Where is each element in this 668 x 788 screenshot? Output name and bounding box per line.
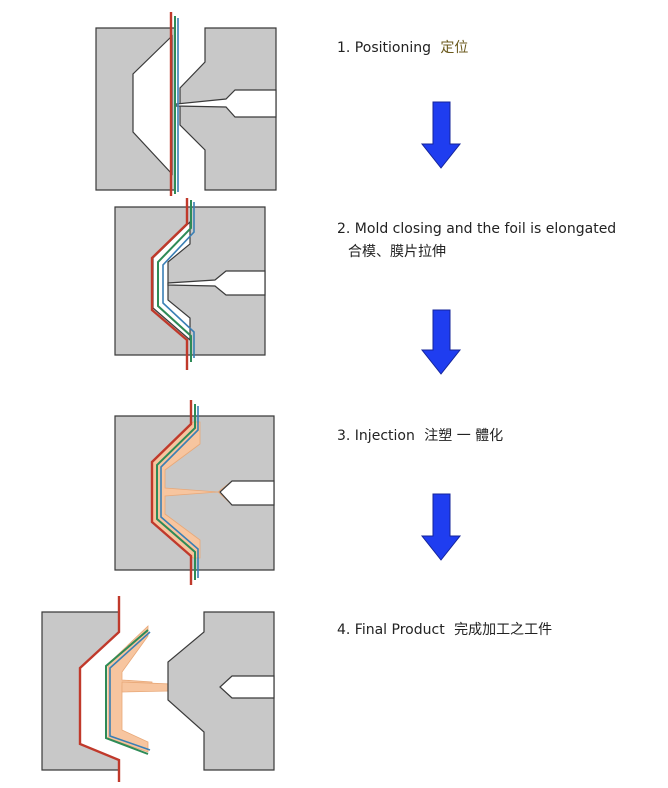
step4-title: 4. Final Product: [337, 622, 445, 638]
step2-mold-illustration: [114, 198, 266, 370]
step3-chinese: 注塑 一 體化: [424, 428, 503, 444]
step3-foil-blue: [160, 406, 199, 578]
arrow-step1-to-step2: [420, 101, 462, 169]
down-arrow-icon: [420, 309, 462, 375]
step2-chinese: 合模、膜片拉伸: [348, 244, 446, 260]
step3-gate: [219, 480, 275, 506]
step4-product-foil-blue: [109, 631, 151, 751]
svg-text:1. Positioning 定位: 1. Positioning 定位: [337, 40, 468, 56]
step3-label: 3. Injection 注塑 一 體化: [337, 428, 503, 444]
down-arrow-icon: [420, 101, 462, 169]
step4-label: 4. Final Product 完成加工之工件: [337, 622, 552, 638]
step1-chinese: 定位: [440, 40, 468, 56]
step1-title: 1. Positioning: [337, 40, 431, 56]
svg-text:4. Final Product 完成加工之工件: 4. Final Product 完成加工之工件: [337, 622, 552, 638]
down-arrow-icon: [420, 493, 462, 561]
step4-chinese: 完成加工之工件: [454, 622, 552, 638]
step3-title: 3. Injection: [337, 428, 415, 444]
step3-foil-green: [156, 404, 196, 580]
step4-right-mold-half: [167, 611, 275, 771]
step1-mold-illustration: [95, 12, 277, 196]
step4-product-foil-green: [105, 629, 149, 755]
step1-label: 1. Positioning 定位: [337, 40, 468, 56]
step2-label: 2. Mold closing and the foil is elongate…: [337, 221, 616, 260]
step2-foil-red: [150, 198, 189, 370]
step4-gate: [219, 675, 275, 699]
step3-foil-red: [150, 400, 193, 585]
arrow-step3-to-step4: [420, 493, 462, 561]
step2-gate: [167, 270, 266, 296]
arrow-step2-to-step3: [420, 309, 462, 375]
step3-mold-illustration: [114, 400, 275, 585]
step2-foil-green: [157, 200, 192, 362]
step2-foil-blue: [162, 202, 195, 358]
svg-text:3. Injection 注塑 一 體化: 3. Injection 注塑 一 體化: [337, 428, 503, 444]
step4-mold-illustration: [41, 596, 275, 782]
step4-left-foil-red: [78, 596, 121, 782]
step2-title: 2. Mold closing and the foil is elongate…: [337, 221, 616, 237]
